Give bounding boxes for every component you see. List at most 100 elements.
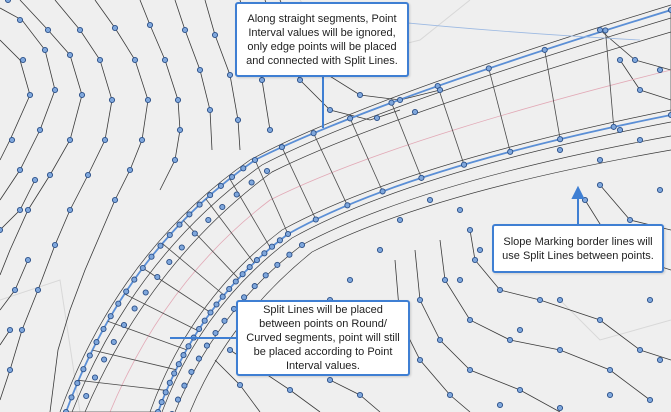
circle-point-icon[interactable] xyxy=(246,264,253,271)
circle-point-icon[interactable] xyxy=(162,389,169,396)
circle-point-icon[interactable] xyxy=(31,176,39,184)
circle-point-icon[interactable] xyxy=(466,226,474,234)
circle-point-icon[interactable] xyxy=(516,326,524,334)
circle-point-icon[interactable] xyxy=(646,396,654,404)
circle-point-icon[interactable] xyxy=(556,146,564,154)
circle-point-icon[interactable] xyxy=(376,246,384,254)
circle-point-icon[interactable] xyxy=(161,56,169,64)
circle-point-icon[interactable] xyxy=(251,283,258,290)
circle-point-icon[interactable] xyxy=(536,296,544,304)
circle-point-icon[interactable] xyxy=(466,366,474,374)
circle-point-icon[interactable] xyxy=(626,216,634,224)
circle-point-icon[interactable] xyxy=(556,296,564,304)
circle-point-icon[interactable] xyxy=(616,126,624,134)
circle-point-icon[interactable] xyxy=(226,346,234,354)
circle-point-icon[interactable] xyxy=(110,338,117,346)
circle-point-icon[interactable] xyxy=(606,366,614,374)
circle-point-icon[interactable] xyxy=(6,326,14,334)
circle-point-icon[interactable] xyxy=(485,65,492,72)
circle-point-icon[interactable] xyxy=(188,368,195,375)
circle-point-icon[interactable] xyxy=(68,394,75,401)
circle-point-icon[interactable] xyxy=(276,237,283,244)
circle-point-icon[interactable] xyxy=(146,21,154,29)
circle-point-icon[interactable] xyxy=(111,196,119,204)
circle-point-icon[interactable] xyxy=(86,352,93,359)
circle-point-icon[interactable] xyxy=(496,286,504,294)
circle-point-icon[interactable] xyxy=(19,56,27,64)
circle-point-icon[interactable] xyxy=(219,293,226,300)
circle-point-icon[interactable] xyxy=(656,186,664,194)
circle-point-icon[interactable] xyxy=(211,31,219,39)
circle-point-icon[interactable] xyxy=(667,111,671,119)
circle-point-icon[interactable] xyxy=(262,272,269,279)
circle-point-icon[interactable] xyxy=(667,6,671,14)
circle-point-icon[interactable] xyxy=(178,244,185,251)
circle-point-icon[interactable] xyxy=(196,325,203,333)
circle-point-icon[interactable] xyxy=(186,211,193,218)
circle-point-icon[interactable] xyxy=(166,231,173,239)
circle-point-icon[interactable] xyxy=(93,339,100,346)
circle-point-icon[interactable] xyxy=(326,106,334,114)
circle-point-icon[interactable] xyxy=(66,136,74,144)
circle-point-icon[interactable] xyxy=(471,256,479,264)
circle-point-icon[interactable] xyxy=(298,241,306,249)
circle-point-icon[interactable] xyxy=(16,16,24,24)
circle-point-icon[interactable] xyxy=(636,346,644,354)
circle-point-icon[interactable] xyxy=(66,51,74,59)
circle-point-icon[interactable] xyxy=(123,288,130,295)
circle-point-icon[interactable] xyxy=(131,276,138,283)
circle-point-icon[interactable] xyxy=(436,86,444,94)
circle-point-icon[interactable] xyxy=(228,173,236,181)
circle-point-icon[interactable] xyxy=(240,165,247,172)
circle-point-icon[interactable] xyxy=(310,130,317,137)
circle-point-icon[interactable] xyxy=(541,46,548,53)
circle-point-icon[interactable] xyxy=(219,203,226,211)
circle-point-icon[interactable] xyxy=(196,66,204,74)
circle-point-icon[interactable] xyxy=(131,56,139,64)
circle-point-icon[interactable] xyxy=(185,343,192,350)
circle-point-icon[interactable] xyxy=(232,278,239,285)
circle-point-icon[interactable] xyxy=(138,136,146,144)
circle-point-icon[interactable] xyxy=(263,167,271,175)
circle-point-icon[interactable] xyxy=(51,241,59,249)
circle-point-icon[interactable] xyxy=(426,196,434,204)
circle-point-icon[interactable] xyxy=(476,246,484,254)
circle-point-icon[interactable] xyxy=(115,300,122,307)
circle-point-icon[interactable] xyxy=(286,386,294,394)
circle-point-icon[interactable] xyxy=(234,116,242,124)
circle-point-icon[interactable] xyxy=(596,26,604,34)
circle-point-icon[interactable] xyxy=(74,380,81,387)
circle-point-icon[interactable] xyxy=(274,261,281,268)
circle-point-icon[interactable] xyxy=(556,346,564,354)
circle-point-icon[interactable] xyxy=(226,285,233,293)
circle-point-icon[interactable] xyxy=(379,188,386,195)
circle-point-icon[interactable] xyxy=(656,356,664,364)
circle-point-icon[interactable] xyxy=(346,276,354,284)
circle-point-icon[interactable] xyxy=(41,46,49,54)
circle-point-icon[interactable] xyxy=(436,336,444,344)
circle-point-icon[interactable] xyxy=(631,56,639,64)
circle-point-icon[interactable] xyxy=(456,276,464,284)
circle-point-icon[interactable] xyxy=(158,399,165,406)
circle-point-icon[interactable] xyxy=(416,296,424,304)
circle-point-icon[interactable] xyxy=(111,24,119,32)
circle-point-icon[interactable] xyxy=(656,66,664,74)
circle-point-icon[interactable] xyxy=(131,305,138,312)
circle-point-icon[interactable] xyxy=(196,201,203,208)
circle-point-icon[interactable] xyxy=(83,392,90,400)
circle-point-icon[interactable] xyxy=(16,206,24,214)
circle-point-icon[interactable] xyxy=(46,171,54,179)
circle-point-icon[interactable] xyxy=(516,386,524,394)
circle-point-icon[interactable] xyxy=(456,206,464,214)
circle-point-icon[interactable] xyxy=(212,329,219,337)
circle-point-icon[interactable] xyxy=(506,336,514,344)
circle-point-icon[interactable] xyxy=(636,86,644,94)
circle-point-icon[interactable] xyxy=(296,76,304,84)
circle-point-icon[interactable] xyxy=(16,166,24,174)
circle-point-icon[interactable] xyxy=(266,126,274,134)
circle-point-icon[interactable] xyxy=(171,156,179,164)
circle-point-icon[interactable] xyxy=(205,216,212,224)
circle-point-icon[interactable] xyxy=(36,126,44,134)
circle-point-icon[interactable] xyxy=(174,396,182,403)
circle-point-icon[interactable] xyxy=(66,206,74,214)
